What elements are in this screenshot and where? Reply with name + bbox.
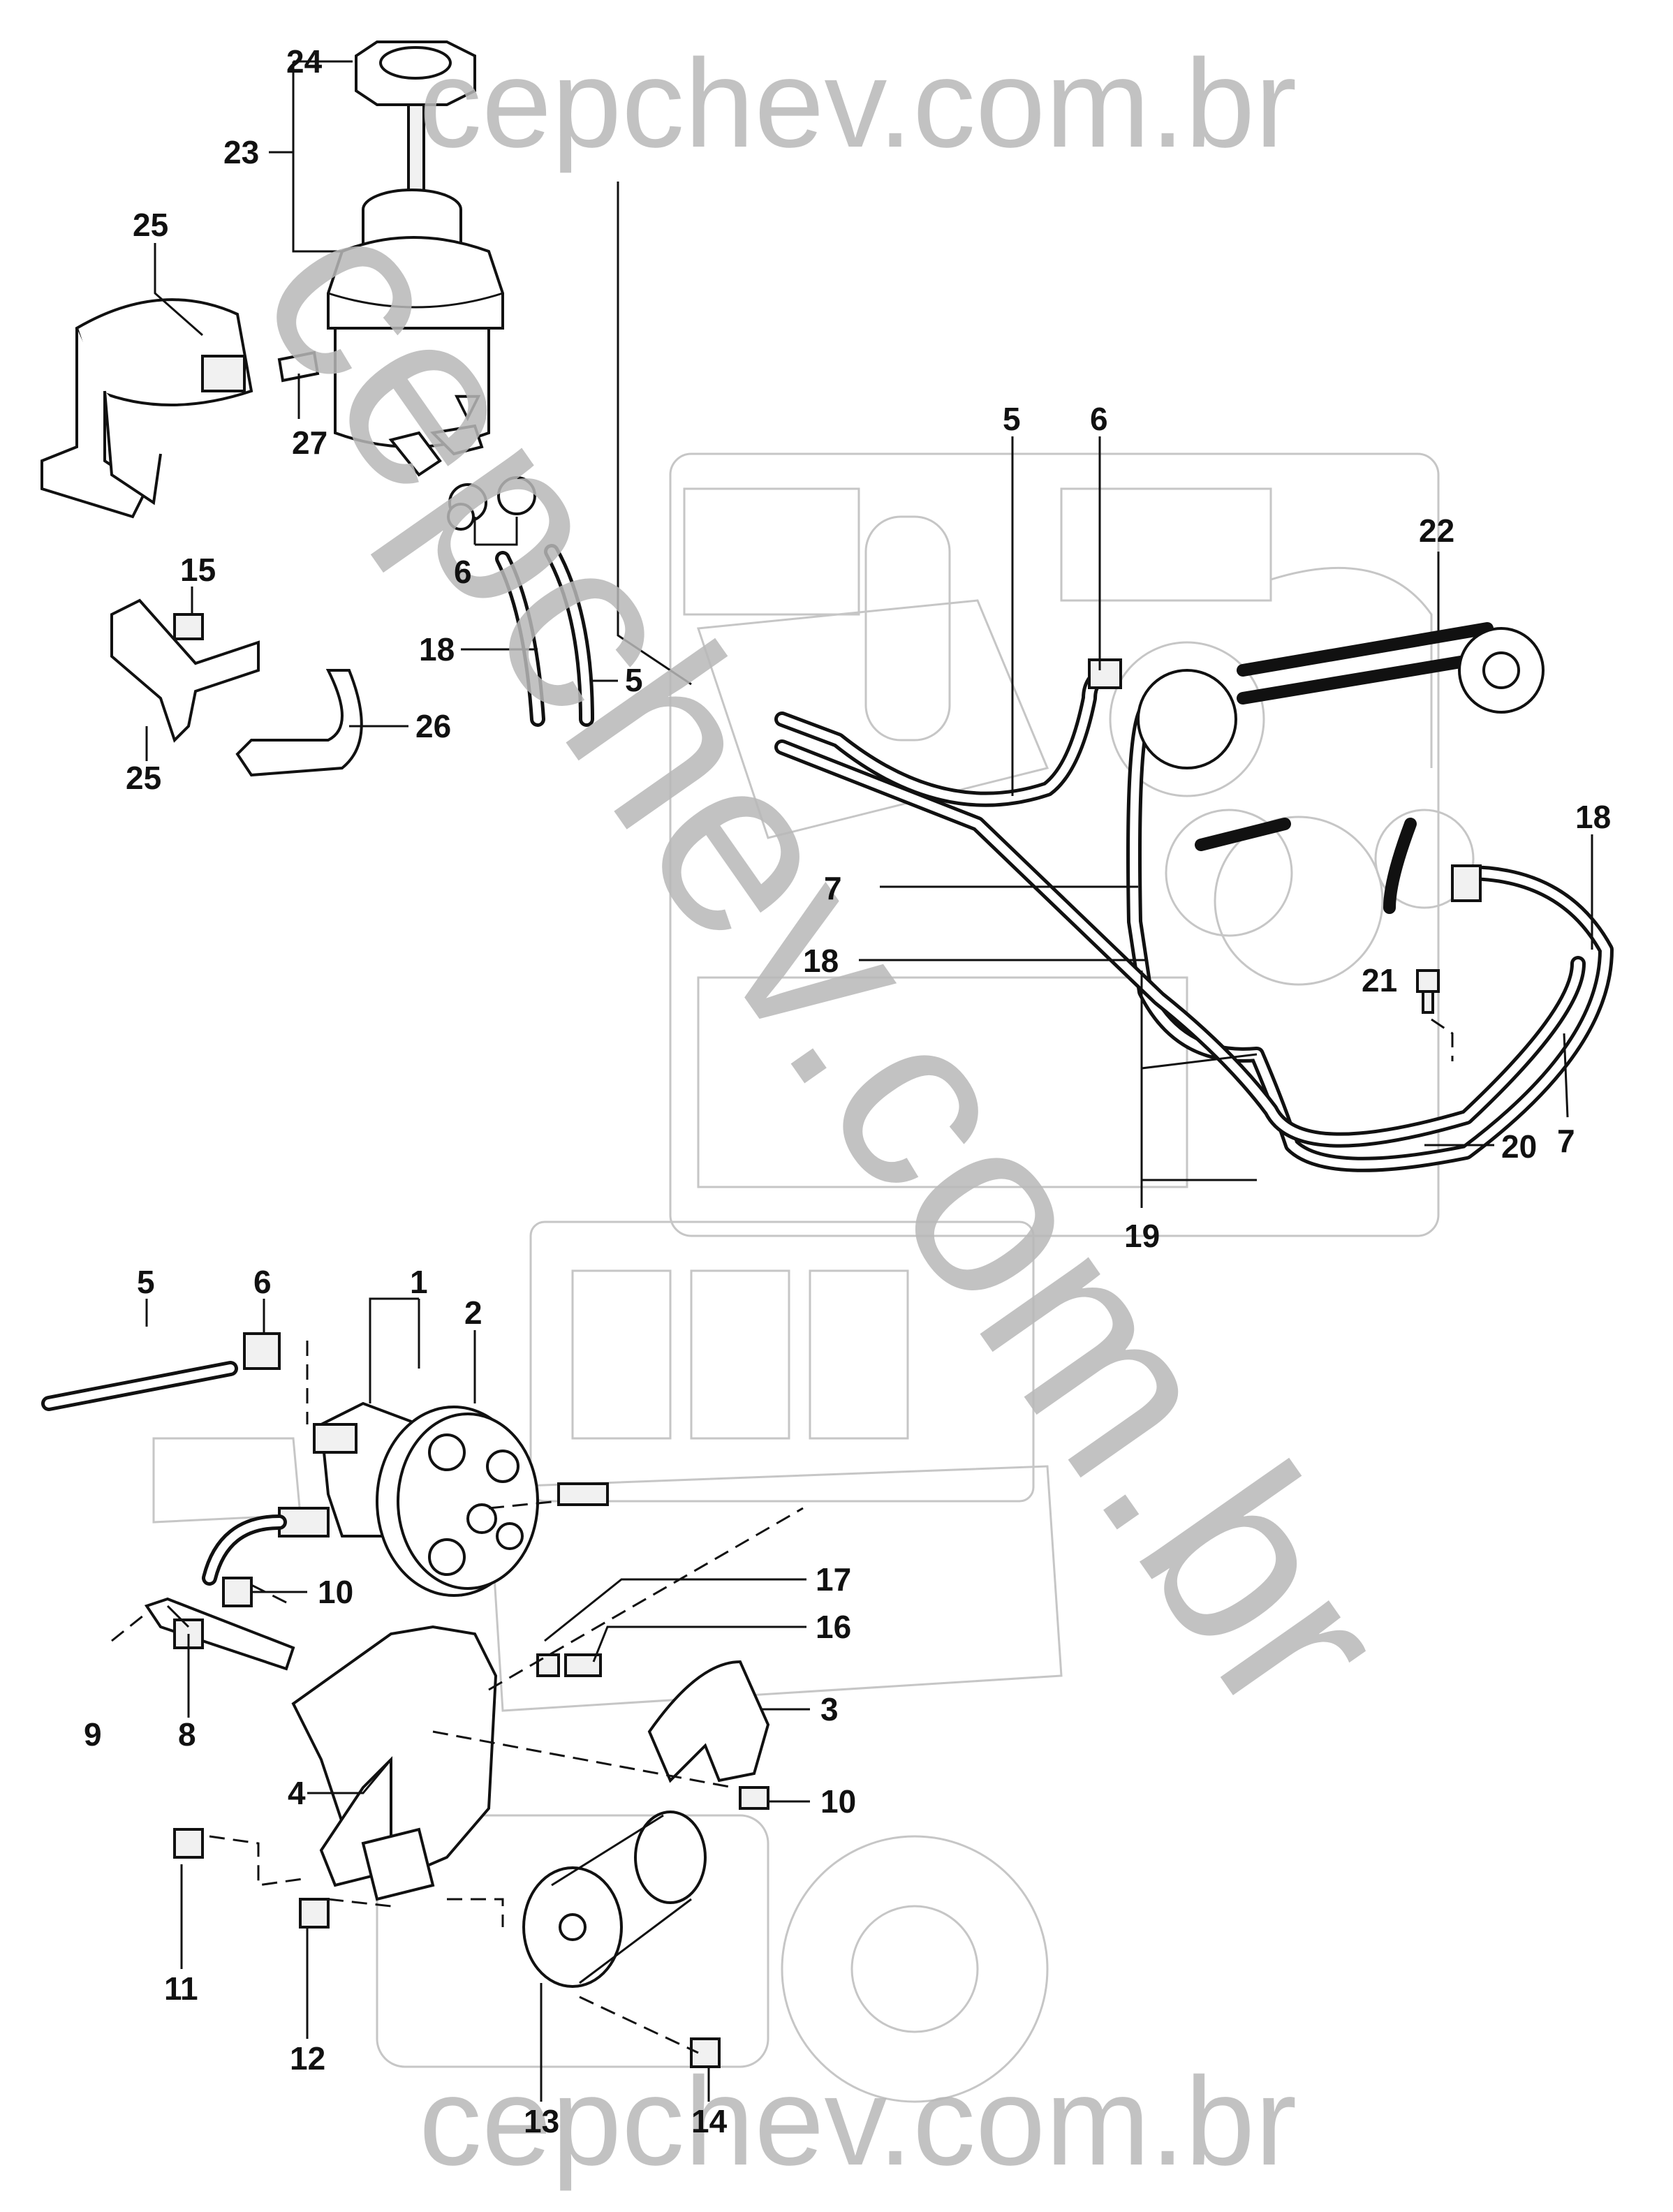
- hose-routing-main: [774, 658, 1614, 1172]
- heat-shield-3: [647, 1660, 770, 1783]
- engine-ghost-upper: [669, 452, 1475, 1237]
- callout-1: 1: [410, 1264, 428, 1300]
- leader-lines: [111, 60, 1593, 2102]
- callout-3: 3: [820, 1691, 839, 1727]
- callout-2: 2: [464, 1295, 482, 1331]
- callout-10b: 10: [820, 1783, 856, 1820]
- callout-6a: 6: [454, 554, 472, 590]
- watermark-top: cepchev.com.br: [419, 34, 1297, 174]
- callout-24: 24: [286, 43, 323, 80]
- callout-21: 21: [1362, 962, 1397, 998]
- drive-belt-22: [1137, 622, 1545, 914]
- callout-27: 27: [292, 425, 327, 461]
- callout-11: 11: [164, 1970, 198, 2007]
- callout-12: 12: [290, 2040, 325, 2077]
- callout-26: 26: [415, 708, 451, 744]
- bracket-25-lower: [110, 598, 260, 743]
- callout-18b: 18: [1575, 799, 1611, 835]
- callout-13: 13: [524, 2103, 559, 2139]
- callout-23: 23: [223, 134, 259, 170]
- callout-10a: 10: [318, 1574, 353, 1610]
- svg-text:▽: ▽: [454, 387, 481, 423]
- pump-bracket-4: [291, 1625, 498, 1901]
- callout-17: 17: [816, 1561, 851, 1598]
- callout-25a: 25: [133, 207, 168, 243]
- callout-9: 9: [84, 1716, 102, 1753]
- callout-7a: 7: [824, 870, 842, 906]
- callout-6b: 6: [1090, 401, 1108, 437]
- callout-16: 16: [816, 1609, 851, 1645]
- callout-4: 4: [288, 1775, 306, 1811]
- callout-25b: 25: [126, 760, 161, 796]
- bolt-21: [1416, 969, 1440, 1014]
- hose-5-lower: [41, 1332, 281, 1411]
- brace-8: [144, 1597, 295, 1671]
- pump-pressure-line: [202, 1482, 609, 1586]
- callout-22: 22: [1419, 513, 1454, 549]
- callout-5c: 5: [137, 1264, 155, 1300]
- watermark-bottom: cepchev.com.br: [419, 2051, 1297, 2192]
- hose-clamps-6-top: [447, 476, 536, 531]
- callout-6c: 6: [253, 1264, 272, 1300]
- callout-18a: 18: [419, 631, 455, 668]
- bolts-and-dowel: [173, 1577, 769, 2068]
- callout-5a: 5: [625, 662, 643, 698]
- callout-20: 20: [1501, 1128, 1537, 1165]
- callout-18c: 18: [803, 943, 839, 979]
- reservoir-hoses: [495, 544, 594, 727]
- reservoir-bracket-25: [40, 298, 320, 519]
- pump-pulley-2: [376, 1406, 539, 1597]
- callout-19: 19: [1124, 1218, 1160, 1254]
- callout-7b: 7: [1557, 1123, 1575, 1159]
- callout-8: 8: [178, 1716, 196, 1753]
- callout-14: 14: [691, 2103, 728, 2139]
- callout-labels: 24 23 25 27 6 15 18 5 25 26 5 6 22 7 18 …: [84, 43, 1611, 2139]
- tensioner-pulley-13: [522, 1811, 707, 1988]
- clamp-26: [235, 669, 363, 777]
- reservoir-cap-24: [355, 40, 476, 204]
- callout-15: 15: [180, 552, 216, 588]
- engine-ghost-lower: [152, 1221, 1063, 2103]
- reservoir-23: ▽: [327, 189, 504, 477]
- callout-5b: 5: [1003, 401, 1021, 437]
